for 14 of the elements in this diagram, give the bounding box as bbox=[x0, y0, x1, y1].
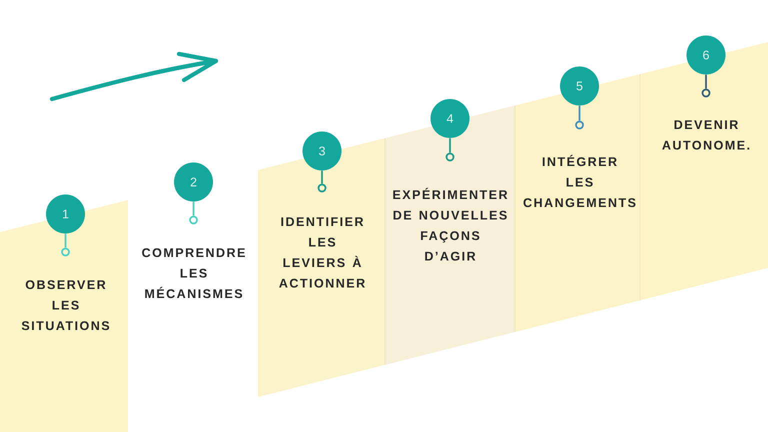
step-label: COMPRENDRE LES MÉCANISMES bbox=[142, 248, 245, 298]
pin-line bbox=[449, 138, 451, 153]
pin-ring bbox=[446, 152, 454, 162]
pin-ring bbox=[189, 216, 198, 224]
pin-line bbox=[192, 202, 194, 216]
pin-ring bbox=[61, 248, 70, 256]
pin-line bbox=[321, 170, 323, 184]
pin-ring bbox=[575, 120, 584, 130]
pin-ring bbox=[318, 184, 326, 192]
pin-line bbox=[64, 234, 66, 248]
node-label: INTÉGRER LES CHANGEMENTS bbox=[524, 154, 636, 208]
pin-ring bbox=[702, 88, 710, 98]
pin-line bbox=[705, 74, 707, 89]
pin-line bbox=[578, 106, 580, 121]
